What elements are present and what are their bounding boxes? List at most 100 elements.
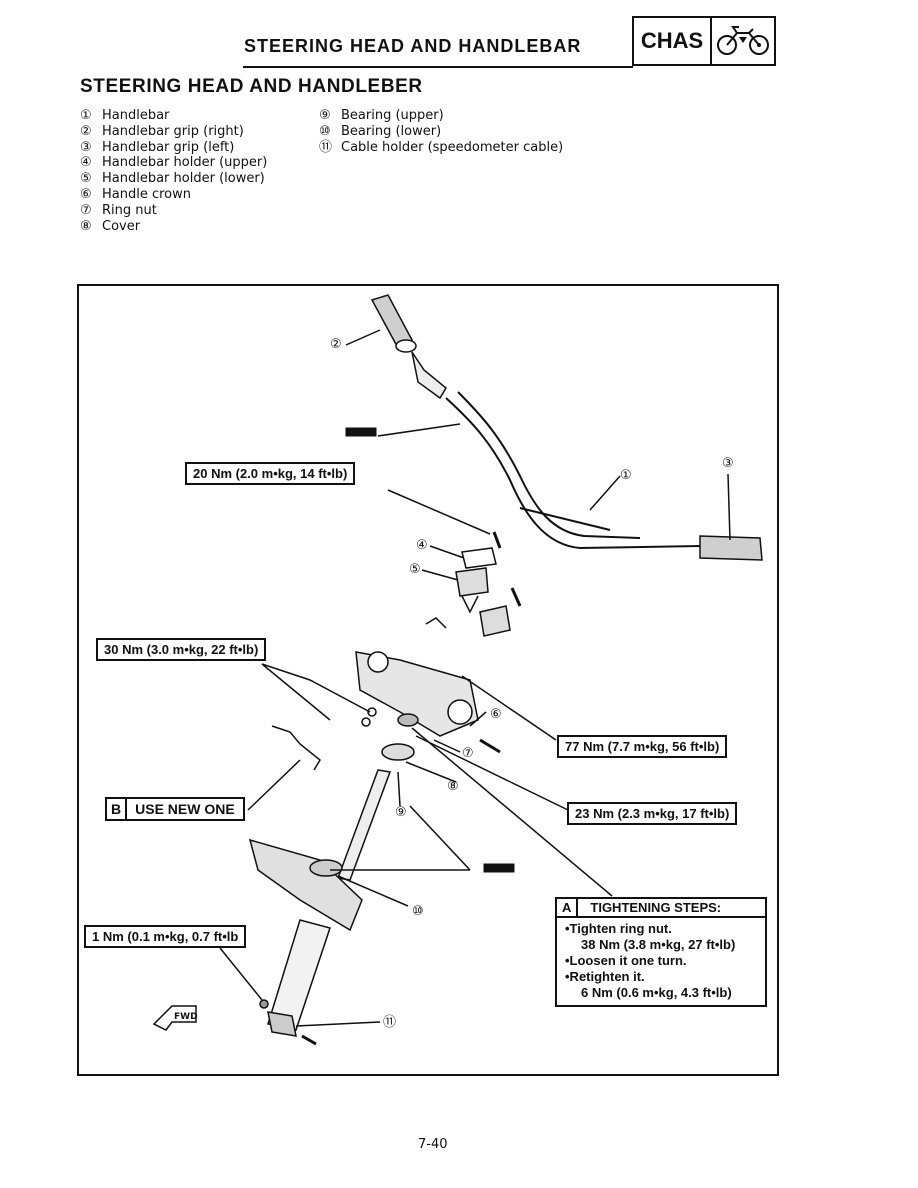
fwd-arrow-icon: FWD bbox=[152, 1005, 198, 1031]
leader-line bbox=[469, 711, 487, 727]
handlebar-crossbar bbox=[519, 507, 611, 531]
leader-line bbox=[247, 759, 301, 811]
steering-stem-shape bbox=[336, 769, 392, 881]
leader-line bbox=[409, 805, 471, 871]
page-header-title: STEERING HEAD AND HANDLEBAR bbox=[244, 36, 582, 56]
cable-holder-shape bbox=[267, 1011, 297, 1037]
leader-line bbox=[219, 947, 263, 1001]
exploded-diagram-frame bbox=[77, 284, 779, 1076]
tightening-step: •Retighten it. bbox=[565, 969, 645, 984]
bolt-shape bbox=[479, 738, 501, 754]
holder-post bbox=[461, 595, 479, 614]
section-badge-label: CHAS bbox=[634, 18, 712, 64]
holder-lower-shape bbox=[455, 567, 489, 597]
tightening-step: 6 Nm (0.6 m•kg, 4.3 ft•lb) bbox=[581, 985, 732, 1000]
leader-line bbox=[405, 761, 457, 783]
washer-shape bbox=[361, 717, 371, 727]
page-number: 7-40 bbox=[418, 1137, 448, 1152]
bolt-shape bbox=[492, 531, 502, 549]
leader-line bbox=[397, 771, 401, 807]
crown-hole bbox=[367, 651, 389, 673]
cover-shape bbox=[381, 743, 415, 761]
callout-4: ④ bbox=[416, 538, 428, 553]
leader-line bbox=[337, 875, 409, 907]
holder-upper-shape bbox=[461, 547, 497, 569]
motorcycle-icon bbox=[712, 18, 774, 64]
callout-9: ⑨ bbox=[395, 805, 407, 820]
handlebar-tube bbox=[445, 397, 701, 550]
torque-spec-77nm: 77 Nm (7.7 m•kg, 56 ft•lb) bbox=[557, 735, 728, 758]
callout-7: ⑦ bbox=[462, 746, 474, 761]
left-grip-shape bbox=[699, 535, 763, 561]
handle-crown-shape bbox=[355, 651, 479, 737]
callout-1: ① bbox=[620, 468, 632, 483]
callout-5: ⑤ bbox=[409, 562, 421, 577]
handlebar-tube-inner bbox=[457, 391, 641, 539]
grip-flange bbox=[395, 339, 417, 353]
leader-line bbox=[377, 423, 461, 437]
callout-6: ⑥ bbox=[490, 707, 502, 722]
torque-spec-23nm: 23 Nm (2.3 m•kg, 17 ft•lb) bbox=[567, 802, 738, 825]
circlip-shape bbox=[271, 725, 321, 771]
leader-line bbox=[429, 545, 465, 559]
use-new-tag: B bbox=[107, 799, 128, 819]
cable-bolt-shape bbox=[301, 1034, 317, 1046]
leader-line bbox=[345, 329, 381, 346]
grip-sleeve bbox=[411, 351, 447, 400]
under-bracket-shape bbox=[248, 838, 363, 932]
header-rule bbox=[243, 66, 633, 68]
grease-icon bbox=[345, 427, 515, 873]
leader-line bbox=[411, 727, 613, 897]
callout-8: ⑧ bbox=[447, 779, 459, 794]
tightening-steps-box: A TIGHTENING STEPS: •Tighten ring nut. 3… bbox=[555, 897, 767, 1007]
tightening-step: 38 Nm (3.8 m•kg, 27 ft•lb) bbox=[581, 937, 736, 952]
bolt-shape bbox=[510, 587, 522, 607]
torque-spec-30nm: 30 Nm (3.0 m•kg, 22 ft•lb) bbox=[96, 638, 267, 661]
tightening-title: TIGHTENING STEPS: bbox=[590, 900, 722, 915]
leader-line bbox=[387, 489, 491, 535]
leader-line bbox=[461, 675, 557, 741]
leader-line bbox=[589, 475, 621, 511]
leader-line bbox=[421, 569, 459, 581]
ring-nut-shape bbox=[397, 713, 419, 727]
callout-3: ③ bbox=[722, 456, 734, 471]
fwd-label: FWD bbox=[174, 1012, 198, 1022]
nut-shape bbox=[259, 999, 269, 1009]
tightening-tag: A bbox=[557, 899, 579, 916]
use-new-note: B USE NEW ONE bbox=[105, 797, 245, 821]
tightening-step: •Tighten ring nut. bbox=[565, 921, 672, 936]
section-badge: CHAS bbox=[632, 16, 776, 66]
wire-clip-shape bbox=[425, 617, 447, 629]
leader-line bbox=[261, 663, 371, 713]
tightening-step: •Loosen it one turn. bbox=[565, 953, 687, 968]
leader-line bbox=[433, 739, 461, 753]
fork-tube-shape bbox=[267, 919, 331, 1031]
crown-hole bbox=[447, 699, 473, 725]
leader-line bbox=[415, 735, 569, 811]
leader-line bbox=[295, 1021, 381, 1027]
washer-shape bbox=[367, 707, 377, 717]
torque-spec-20nm: 20 Nm (2.0 m•kg, 14 ft•lb) bbox=[185, 462, 356, 485]
leader-line bbox=[727, 473, 731, 541]
callout-11: ⑪ bbox=[383, 1015, 397, 1030]
bearing-lower-shape bbox=[309, 859, 343, 877]
use-new-text: USE NEW ONE bbox=[135, 801, 235, 817]
holder-right-shape bbox=[479, 605, 511, 637]
callout-2: ② bbox=[330, 337, 342, 352]
torque-spec-1nm: 1 Nm (0.1 m•kg, 0.7 ft•lb bbox=[84, 925, 247, 948]
leader-line bbox=[261, 663, 331, 721]
